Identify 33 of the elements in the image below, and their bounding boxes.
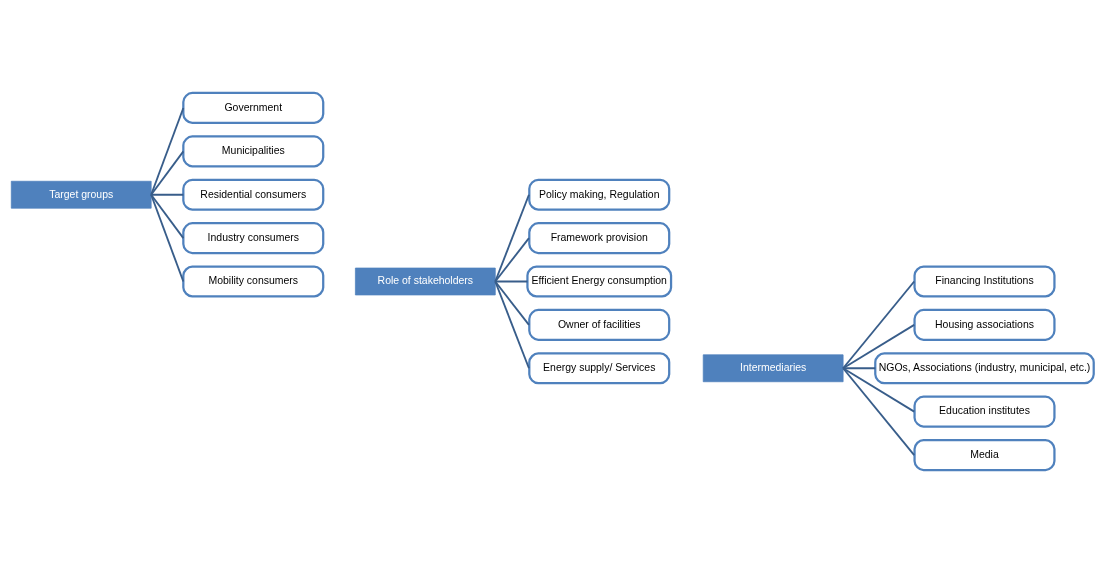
node-box: Role of stakeholders (355, 267, 496, 296)
node-box: Policy making, Regulation (528, 178, 671, 211)
node-box: Efficient Energy consumption (526, 265, 673, 298)
node-box: Industry consumers (182, 222, 325, 255)
node-box: Municipalities (182, 135, 325, 168)
connector (842, 367, 877, 370)
node-box: Energy supply/ Services (528, 352, 671, 385)
connector (494, 193, 530, 283)
node-box: Residential consumers (182, 178, 325, 211)
node-box: Mobility consumers (182, 265, 325, 298)
connector (150, 107, 185, 196)
connector (150, 193, 185, 283)
connector (150, 150, 185, 196)
node-box: Framework provision (528, 222, 671, 255)
node-box: Target groups (10, 180, 152, 209)
node-box: Government (182, 91, 325, 125)
node-box: NGOs, Associations (industry, municipal, etc.) (874, 352, 1095, 385)
connector (842, 323, 916, 370)
node-box: Owner of facilities (528, 308, 671, 341)
connector (842, 367, 916, 456)
node-box: Housing associations (913, 308, 1056, 341)
connector (494, 237, 530, 283)
connector (494, 280, 530, 370)
connector (150, 193, 185, 196)
node-box: Education institutes (913, 395, 1056, 428)
connector (842, 280, 916, 370)
connector (150, 193, 185, 240)
node-box: Financing Institutions (913, 265, 1056, 298)
node-box: Intermediaries (702, 354, 844, 383)
connector (494, 280, 530, 326)
node-box: Media (913, 438, 1056, 472)
connector (842, 367, 916, 413)
connector (494, 280, 529, 283)
